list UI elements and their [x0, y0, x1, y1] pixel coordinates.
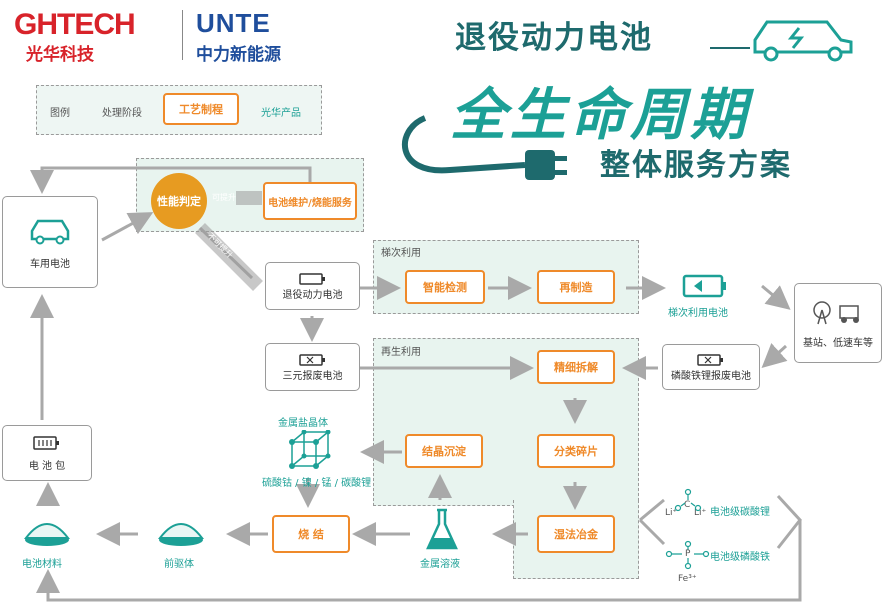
title-line-3: 整体服务方案 [600, 148, 792, 183]
li2co3-li-right: Li⁺ [694, 508, 707, 518]
ternary-scrap-node: 三元报废电池 [265, 343, 360, 391]
plug-icon [525, 150, 567, 180]
classify-crush-box: 分类碎片 [537, 434, 615, 468]
li2co3-structure-icon [674, 488, 702, 512]
maintenance-box: 电池维护/烧能服务 [263, 182, 357, 220]
flask-icon [426, 508, 458, 550]
legend-label: 图例 [50, 108, 70, 119]
li2co3-c: C [684, 500, 691, 510]
wet-metallurgy-box: 湿法冶金 [537, 515, 615, 553]
legend-process: 工艺制程 [163, 93, 239, 125]
legend-product: 光华产品 [261, 108, 301, 119]
retired-battery-node: 退役动力电池 [265, 262, 360, 310]
remanufacture-box: 再制造 [537, 270, 615, 304]
legend-stage: 处理阶段 [102, 108, 142, 119]
metal-solution-label: 金属溶液 [420, 559, 460, 570]
fepo4-p: P [685, 549, 691, 559]
sulfates-label: 硫酸钴 / 镍 / 锰 / 碳酸锂 [262, 478, 372, 489]
battery-icon [298, 272, 325, 285]
tower-forklift-icon [813, 300, 859, 324]
powder-pile-icon [157, 523, 205, 546]
unte-logo-sub: 中力新能源 [196, 45, 281, 65]
car-icon [30, 219, 70, 244]
title-decoration [401, 20, 853, 180]
crystallize-box: 结晶沉淀 [405, 434, 483, 468]
precursor-label: 前驱体 [164, 559, 194, 570]
ghtech-logo-sub: 光华科技 [26, 45, 94, 65]
fepo4-structure-icon [665, 540, 710, 570]
powder-pile-icon [23, 523, 71, 546]
fine-dismantle-box: 精细拆解 [537, 350, 615, 384]
battery-pack-node: 电 池 包 [2, 425, 92, 481]
can-upgrade-label: 可提升 [212, 193, 236, 202]
fepo4-label: 电池级磷酸铁 [710, 552, 770, 563]
scrap-battery-icon [298, 353, 325, 366]
base-station-label: 基站、低速车等 [803, 337, 873, 349]
cascade-battery-label: 梯次利用电池 [668, 308, 728, 319]
battery-pack-icon [33, 435, 59, 450]
regen-zone-label: 再生利用 [381, 347, 421, 358]
lfp-scrap-label: 磷酸铁锂报废电池 [671, 370, 751, 382]
title-line-2: 全生命周期 [450, 83, 750, 148]
retired-battery-label: 退役动力电池 [282, 289, 343, 301]
sinter-box: 烧 结 [272, 515, 350, 553]
electric-car-icon [753, 20, 853, 62]
base-station-node: 基站、低速车等 [794, 283, 882, 363]
vehicle-battery-node: 车用电池 [2, 196, 98, 288]
li2co3-li-left: Li⁺ [665, 508, 678, 518]
li2co3-label: 电池级碳酸锂 [710, 507, 770, 518]
cascade-zone-label: 梯次利用 [381, 248, 421, 259]
lfp-scrap-node: 磷酸铁锂报废电池 [662, 344, 760, 390]
cascade-cycle-icon [682, 274, 726, 298]
metal-salt-label: 金属盐晶体 [278, 418, 328, 429]
unte-logo: UNTE [196, 8, 271, 38]
logo-divider [182, 10, 183, 60]
crystal-lattice-icon [289, 430, 331, 469]
performance-check: 性能判定 [151, 173, 207, 229]
fepo4-fe: Fe³⁺ [678, 574, 697, 584]
ternary-scrap-label: 三元报废电池 [282, 370, 343, 382]
scrap-battery-icon [697, 353, 723, 366]
smart-detect-box: 智能检测 [405, 270, 485, 304]
vehicle-battery-label: 车用电池 [30, 258, 70, 270]
battery-pack-label: 电 池 包 [28, 460, 66, 472]
ghtech-logo: GHTECH [14, 8, 136, 41]
battery-material-label: 电池材料 [22, 559, 62, 570]
title-line-1: 退役动力电池 [455, 20, 653, 56]
